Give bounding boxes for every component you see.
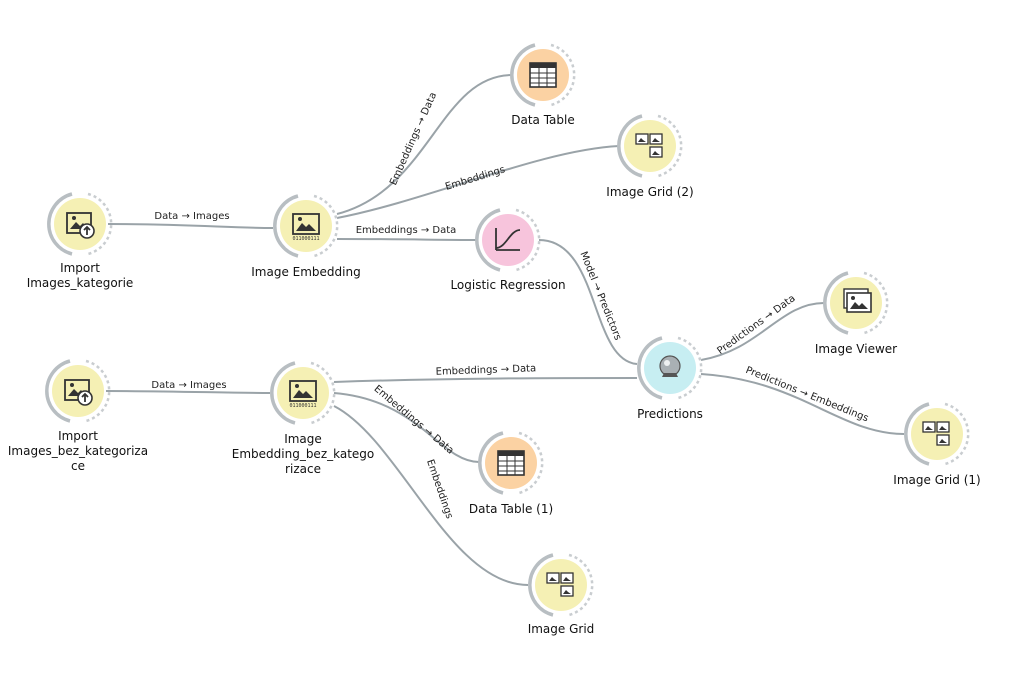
node-label: Images_bez_kategoriza: [8, 444, 148, 458]
logistic-regression-icon: [495, 228, 521, 251]
link-label: Data → Images: [154, 211, 229, 222]
node-viewer[interactable]: Image Viewer: [815, 271, 897, 356]
image-viewer-icon: [843, 288, 872, 313]
node-label: Predictions: [637, 407, 703, 421]
data-table-icon: [497, 450, 525, 476]
node-label: Image Viewer: [815, 342, 897, 356]
link-label: Predictions → Embeddings: [744, 365, 870, 424]
link-label: Model → Predictors: [577, 250, 623, 342]
node-label: Image Grid: [528, 622, 595, 636]
input-anchor[interactable]: [528, 553, 554, 617]
import-images-icon: [66, 212, 95, 239]
node-table1[interactable]: Data Table: [510, 43, 576, 127]
import-images-icon: [64, 379, 93, 406]
link-import2-to-embed2[interactable]: [105, 390, 271, 394]
node-label: Data Table (1): [469, 502, 553, 516]
link-predictions-to-grid1[interactable]: [700, 373, 905, 435]
node-label: Embedding_bez_katego: [232, 447, 375, 461]
node-grid2[interactable]: Image Grid (2): [606, 114, 694, 199]
link-label: Data → Images: [151, 380, 226, 391]
image-grid-icon: [546, 572, 574, 597]
data-table-icon: [529, 62, 557, 88]
input-anchor[interactable]: [475, 208, 501, 272]
svg-text:011000111: 011000111: [289, 403, 316, 409]
link-label: Embeddings → Data: [388, 91, 439, 187]
node-body[interactable]: [280, 200, 332, 252]
input-anchor[interactable]: [270, 361, 296, 425]
input-anchor[interactable]: [478, 431, 504, 495]
node-predictions[interactable]: Predictions: [637, 336, 703, 421]
link-label: Embeddings: [444, 164, 506, 193]
node-body[interactable]: [52, 365, 104, 417]
svg-text:011000111: 011000111: [292, 236, 319, 242]
node-label: Image: [284, 432, 322, 446]
image-grid-icon: [635, 133, 663, 158]
node-body[interactable]: [277, 367, 329, 419]
input-anchor[interactable]: [273, 194, 299, 258]
link-import1-to-embed1[interactable]: [107, 223, 274, 229]
node-label: Image Grid (1): [893, 473, 980, 487]
node-grid0[interactable]: Image Grid: [528, 553, 595, 636]
link-label: Embeddings → Data: [372, 384, 456, 457]
node-body[interactable]: [54, 198, 106, 250]
input-anchor[interactable]: [47, 192, 73, 256]
input-anchor[interactable]: [904, 402, 930, 466]
link-embed1-to-logreg[interactable]: [336, 238, 477, 241]
input-anchor[interactable]: [617, 114, 643, 178]
node-label: Data Table: [511, 113, 575, 127]
image-grid-icon: [922, 421, 950, 446]
link-label: Predictions → Data: [715, 293, 797, 357]
link-logreg-to-predictions[interactable]: [538, 239, 638, 365]
node-label: Logistic Regression: [450, 278, 565, 292]
node-body[interactable]: [911, 408, 963, 460]
input-anchor[interactable]: [637, 336, 663, 400]
link-predictions-to-viewer[interactable]: [700, 302, 825, 361]
link-embed2-to-table2[interactable]: [333, 392, 480, 463]
image-embedding-icon: 011000111: [292, 213, 320, 242]
node-label: ce: [71, 459, 85, 473]
link-embed2-to-grid0[interactable]: [333, 405, 529, 586]
node-label: rizace: [285, 462, 321, 476]
node-logreg[interactable]: Logistic Regression: [450, 208, 566, 292]
image-embedding-icon: 011000111: [289, 380, 317, 409]
node-body[interactable]: [535, 559, 587, 611]
node-table2[interactable]: Data Table (1): [469, 431, 553, 516]
input-anchor[interactable]: [823, 271, 849, 335]
input-anchor[interactable]: [45, 359, 71, 423]
predictions-icon: [659, 355, 681, 377]
node-grid1[interactable]: Image Grid (1): [893, 402, 981, 487]
node-label: Image Grid (2): [606, 185, 693, 199]
link-label: Embeddings → Data: [356, 225, 457, 236]
input-anchor[interactable]: [510, 43, 536, 107]
link-embed1-to-grid2[interactable]: [336, 145, 620, 219]
node-label: Images_kategorie: [27, 276, 134, 290]
link-label: Embeddings → Data: [435, 363, 536, 378]
node-label: Import: [60, 261, 100, 275]
node-label: Image Embedding: [251, 265, 360, 279]
link-embed1-to-table1[interactable]: [336, 74, 513, 215]
node-label: Import: [58, 429, 98, 443]
node-body[interactable]: [624, 120, 676, 172]
link-embed2-to-predictions[interactable]: [333, 377, 638, 383]
